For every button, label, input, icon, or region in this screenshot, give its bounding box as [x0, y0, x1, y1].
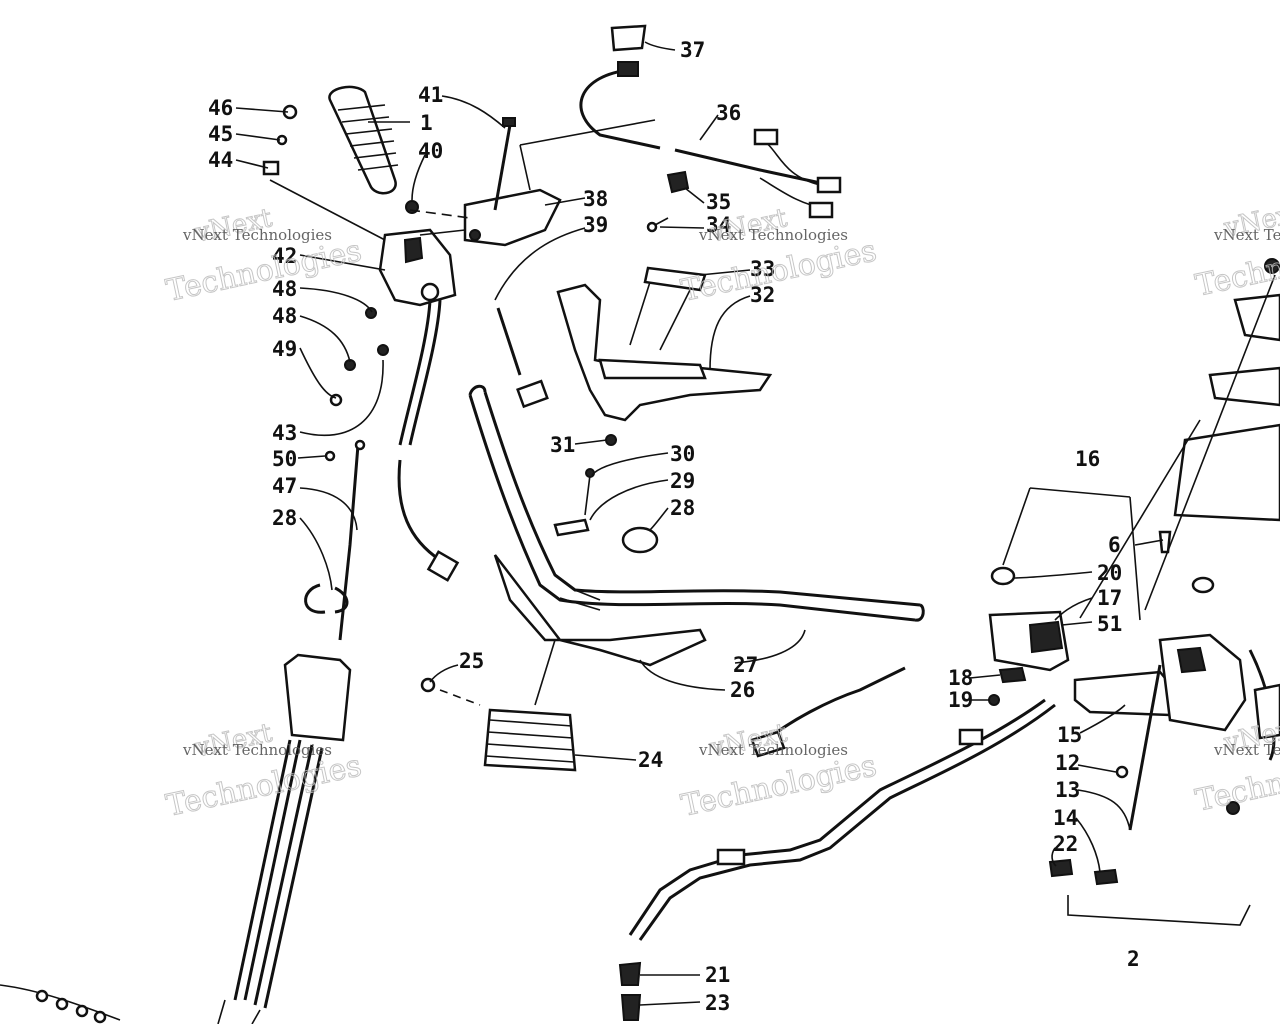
callout-41: 41	[418, 83, 443, 107]
clamp-28-right	[621, 526, 659, 554]
cable-39	[494, 227, 586, 409]
throttle-housing-42	[378, 228, 457, 446]
callout-28-right: 28	[670, 496, 695, 520]
watermark-line-bottom-right: vNext Technologies	[1213, 741, 1280, 759]
callout-17: 17	[1097, 586, 1122, 610]
callout-23: 23	[705, 991, 730, 1015]
bolt-41	[493, 117, 516, 211]
leader-lines	[235, 41, 1164, 1006]
callout-20: 20	[1097, 561, 1122, 585]
mount-block-24	[483, 639, 577, 772]
callout-49: 49	[272, 337, 297, 361]
callout-48-upper: 48	[272, 277, 297, 301]
callout-38: 38	[583, 187, 608, 211]
callout-25: 25	[459, 649, 484, 673]
screw-25	[420, 677, 481, 706]
callout-16: 16	[1075, 447, 1100, 471]
watermark-line-top-left: vNext Technologies	[182, 226, 332, 244]
callout-22: 22	[1053, 832, 1078, 856]
callout-19: 19	[948, 688, 973, 712]
callout-42: 42	[272, 244, 297, 268]
callout-47: 47	[272, 474, 297, 498]
watermark-top-left: vNext Technologies	[163, 203, 365, 310]
watermark-bottom-center: vNext Technologies	[678, 718, 880, 825]
callout-35: 35	[706, 190, 731, 214]
watermark-line-top-right: vNext Technologies	[1213, 226, 1280, 244]
switch-35	[646, 170, 690, 233]
callout-34: 34	[706, 213, 731, 237]
callout-48-lower: 48	[272, 304, 297, 328]
callout-46: 46	[208, 96, 233, 120]
callout-6: 6	[1108, 533, 1121, 557]
callout-2: 2	[1127, 947, 1140, 971]
callout-50: 50	[272, 447, 297, 471]
reservoir	[1173, 258, 1280, 815]
callout-39: 39	[583, 213, 608, 237]
hose-43	[397, 459, 460, 582]
callout-32: 32	[750, 283, 775, 307]
handlebar	[468, 384, 925, 667]
cover-32	[556, 266, 773, 422]
callout-43: 43	[272, 421, 297, 445]
clamp-28-left	[304, 583, 349, 614]
watermark-line-top-center: vNext Technologies	[698, 226, 848, 244]
callout-29: 29	[670, 469, 695, 493]
callout-1: 1	[420, 111, 433, 135]
group-brackets	[1002, 274, 1276, 926]
brake-assembly-2	[988, 530, 1247, 886]
callout-24: 24	[638, 748, 663, 772]
svg-text:Technologies: Technologies	[678, 748, 879, 824]
svg-text:Technologies: Technologies	[163, 233, 364, 309]
chain-bottom-left	[0, 984, 121, 1024]
callout-31: 31	[550, 433, 575, 457]
callout-21: 21	[705, 963, 730, 987]
callout-27: 27	[733, 653, 758, 677]
callout-14: 14	[1053, 806, 1078, 830]
callout-28-left: 28	[272, 506, 297, 530]
grip-1	[328, 85, 399, 195]
callout-37: 37	[680, 38, 705, 62]
callout-44: 44	[208, 148, 233, 172]
callout-26: 26	[730, 678, 755, 702]
callout-51: 51	[1097, 612, 1122, 636]
callout-30: 30	[670, 442, 695, 466]
callout-15: 15	[1057, 723, 1082, 747]
svg-text:Technologies: Technologies	[678, 233, 879, 309]
lever-bracket-38	[463, 119, 656, 247]
throttle-cable-47	[217, 444, 360, 1024]
watermark-line-bottom-center: vNext Technologies	[698, 741, 848, 759]
callout-36: 36	[716, 101, 741, 125]
brake-line	[618, 666, 1056, 1021]
svg-text:Technologies: Technologies	[163, 748, 364, 824]
watermark-line-bottom-left: vNext Technologies	[182, 741, 332, 759]
callout-40: 40	[418, 139, 443, 163]
callout-12: 12	[1055, 751, 1080, 775]
harness-36	[579, 24, 842, 219]
bracket-29	[553, 468, 595, 537]
callout-45: 45	[208, 122, 233, 146]
callout-13: 13	[1055, 778, 1080, 802]
callout-33: 33	[750, 257, 775, 281]
callout-labels: 46 45 44 1 41 40 37 36 38 39 35 34 42 33…	[208, 38, 1140, 1015]
callout-18: 18	[948, 666, 973, 690]
